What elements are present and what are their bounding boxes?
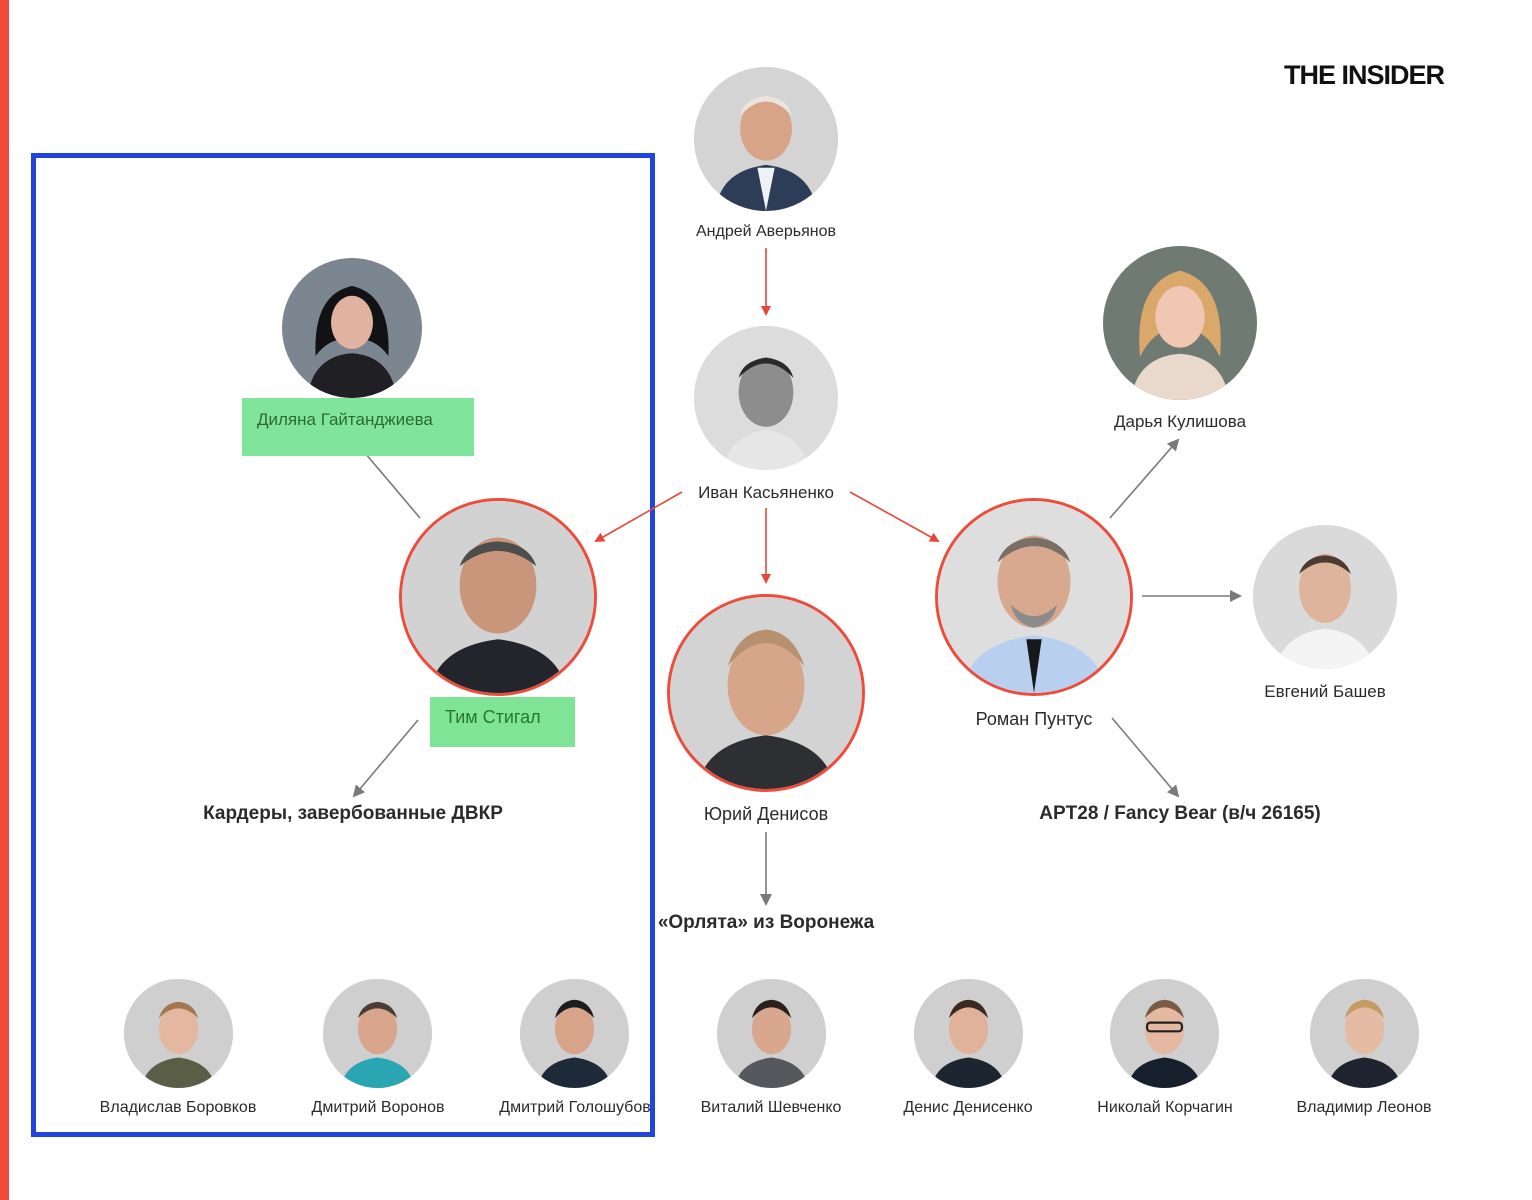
person-icon [717, 979, 826, 1088]
bottom-name-2: Дмитрий Воронов [311, 1099, 445, 1116]
kasyanenko-avatar [694, 326, 838, 470]
bottom-avatar-2 [323, 979, 432, 1088]
stigal-label: Тим Стигал [430, 697, 575, 747]
person-icon [1253, 525, 1397, 669]
person-icon [938, 501, 1130, 693]
gaytandzhieva-name: Диляна Гайтанджиева [257, 410, 433, 429]
bottom-avatar-3 [520, 979, 629, 1088]
arrow-kasyanenko-puntus [849, 491, 940, 542]
person-icon [1103, 246, 1257, 400]
person-icon [694, 326, 838, 470]
bottom-avatar-6 [1110, 979, 1219, 1088]
bottom-name-1: Владислав Боровков [99, 1099, 257, 1116]
puntus-name: Роман Пунтус [975, 709, 1093, 729]
person-icon [520, 979, 629, 1088]
averyanov-name: Андрей Аверьянов [695, 223, 837, 240]
group-carders: Кардеры, завербованные ДВКР [203, 803, 503, 824]
kulishova-name: Дарья Кулишова [1113, 412, 1247, 431]
person-icon [323, 979, 432, 1088]
person-icon [670, 597, 862, 789]
bottom-name-7: Владимир Леонов [1296, 1099, 1432, 1116]
highlight-frame [31, 153, 655, 1137]
brand-logo: THE INSIDER [1284, 60, 1445, 90]
person-icon [1110, 979, 1219, 1088]
bottom-name-6: Николай Корчагин [1097, 1099, 1233, 1116]
person-icon [124, 979, 233, 1088]
bashev-name: Евгений Башев [1264, 682, 1386, 701]
bottom-avatar-7 [1310, 979, 1419, 1088]
arrow-puntus-kulishova [1109, 438, 1180, 519]
kulishova-avatar [1103, 246, 1257, 400]
gaytandzhieva-avatar [282, 258, 422, 398]
stigal-name: Тим Стигал [445, 707, 541, 727]
averyanov-avatar [694, 67, 838, 211]
arrow-puntus-apt28 [1111, 717, 1180, 798]
person-icon [1310, 979, 1419, 1088]
bottom-name-4: Виталий Шевченко [700, 1099, 842, 1116]
person-icon [282, 258, 422, 398]
gaytandzhieva-label: Диляна Гайтанджиева [242, 398, 474, 456]
person-icon [402, 501, 594, 693]
bottom-name-5: Денис Денисенко [903, 1099, 1033, 1116]
stigal-avatar [399, 498, 597, 696]
accent-bar [0, 0, 9, 1200]
bottom-avatar-5 [914, 979, 1023, 1088]
bottom-avatar-4 [717, 979, 826, 1088]
bashev-avatar [1253, 525, 1397, 669]
group-apt28: APT28 / Fancy Bear (в/ч 26165) [1039, 803, 1321, 824]
person-icon [914, 979, 1023, 1088]
bottom-name-3: Дмитрий Голошубов [499, 1099, 651, 1116]
denisov-name: Юрий Денисов [703, 804, 829, 824]
group-orlyata: «Орлята» из Воронежа [657, 912, 875, 933]
person-icon [694, 67, 838, 211]
puntus-avatar [935, 498, 1133, 696]
denisov-avatar [667, 594, 865, 792]
bottom-avatar-1 [124, 979, 233, 1088]
kasyanenko-name: Иван Касьяненко [698, 483, 834, 502]
